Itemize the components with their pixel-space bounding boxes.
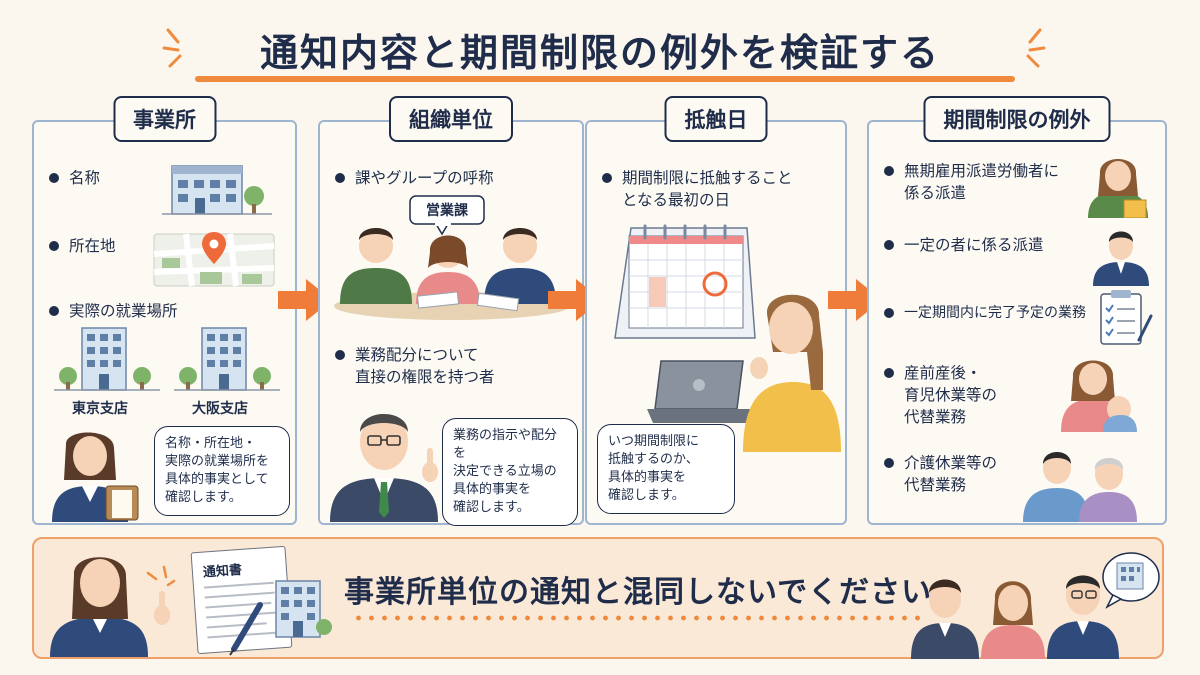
- panel-heading-conflict-date: 抵触日: [664, 96, 768, 142]
- page-title: 通知内容と期間制限の例外を検証する: [259, 31, 940, 75]
- man-in-suit-icon: [1093, 231, 1149, 286]
- bullet-specific-person: 一定の者に係る派遣: [884, 234, 1084, 256]
- pen-icon: [229, 602, 263, 656]
- bubble-conflict-date-note: いつ期間制限に 抵触するのか、 具体的事実を 確認します。: [597, 424, 735, 514]
- woman-pointing-illustration: [50, 557, 176, 657]
- caregiver-and-elder-illustration: [1023, 452, 1137, 522]
- bullet-authority-person: 業務配分について 直接の権限を持つ者: [335, 344, 575, 388]
- bottom-banner: 通知書 事業所単位の通知と混同しないでください: [32, 537, 1164, 659]
- city-map-icon: [153, 232, 275, 287]
- tokyo-branch-building-icon: [54, 327, 160, 391]
- woman-thinking-illustration: [743, 294, 841, 452]
- caption-osaka-branch: 大阪支店: [192, 401, 248, 417]
- panel-exceptions: 期間制限の例外 無期雇用派遣労働者に 係る派遣 一定の者に係る派遣 一定期間内に…: [867, 96, 1167, 525]
- bullet-name: 名称: [49, 167, 189, 189]
- clipboard-checklist-icon: [1100, 290, 1153, 345]
- bullet-address: 所在地: [49, 235, 189, 257]
- mother-and-baby-illustration: [1061, 360, 1137, 432]
- bubble-office-note: 名称・所在地・ 実際の就業場所を 具体的事実として 確認します。: [154, 426, 290, 516]
- panel-heading-organization: 組織単位: [389, 96, 513, 142]
- bullet-group-name: 課やグループの呼称: [335, 167, 575, 189]
- bullet-workplace: 実際の就業場所: [49, 300, 289, 322]
- team-meeting-illustration: [334, 195, 570, 320]
- woman-holding-folder-illustration: [1088, 159, 1148, 218]
- panel-organization: 組織単位 課やグループの呼称 営業課 業務配分について 直接の権限を持つ者: [318, 96, 584, 526]
- bubble-organization-note: 業務の指示や配分を 決定できる立場の 具体的事実を 確認します。: [442, 418, 578, 526]
- bullet-nursing-care-leave: 介護休業等の 代替業務: [884, 452, 1084, 496]
- pen-icon: [1137, 314, 1153, 342]
- office-building-icon: [162, 165, 272, 215]
- laptop-icon: [647, 360, 757, 423]
- bullet-indefinite-worker: 無期雇用派遣労働者に 係る派遣: [884, 160, 1084, 204]
- panel-conflict-date: 抵触日 期間制限に抵触すること となる最初の日 いつ期間制: [585, 96, 847, 525]
- bullet-fixed-term-task: 一定期間内に完了予定の業務: [884, 302, 1094, 324]
- manager-pointing-illustration: [330, 414, 438, 522]
- bullet-first-conflict-day: 期間制限に抵触すること となる最初の日: [602, 167, 842, 211]
- panel-heading-office: 事業所: [113, 96, 216, 142]
- bullet-maternity-childcare: 産前産後・ 育児休業等の 代替業務: [884, 362, 1084, 428]
- calendar-icon: [614, 224, 756, 339]
- caption-tokyo-branch: 東京支店: [72, 401, 128, 417]
- title-area: 通知内容と期間制限の例外を検証する: [0, 8, 1200, 88]
- bottom-message: 事業所単位の通知と混同しないでください: [344, 575, 933, 610]
- dotted-underline: [352, 615, 927, 621]
- three-people-illustration: [911, 552, 1160, 659]
- panel-office: 事業所 名称 所在地 実際の就業場所: [32, 96, 297, 525]
- office-building-icon: [275, 580, 332, 638]
- map-pin-icon: [202, 232, 226, 264]
- spark-left-icon: [162, 28, 182, 68]
- panel-heading-exceptions: 期間制限の例外: [923, 96, 1111, 142]
- notice-document-title: 通知書: [202, 562, 243, 581]
- spark-right-icon: [1026, 28, 1046, 68]
- osaka-branch-building-icon: [174, 327, 280, 391]
- sign-sales-section: 営業課: [426, 203, 468, 219]
- title-underline: [195, 76, 1015, 82]
- woman-with-clipboard-illustration: [52, 432, 139, 522]
